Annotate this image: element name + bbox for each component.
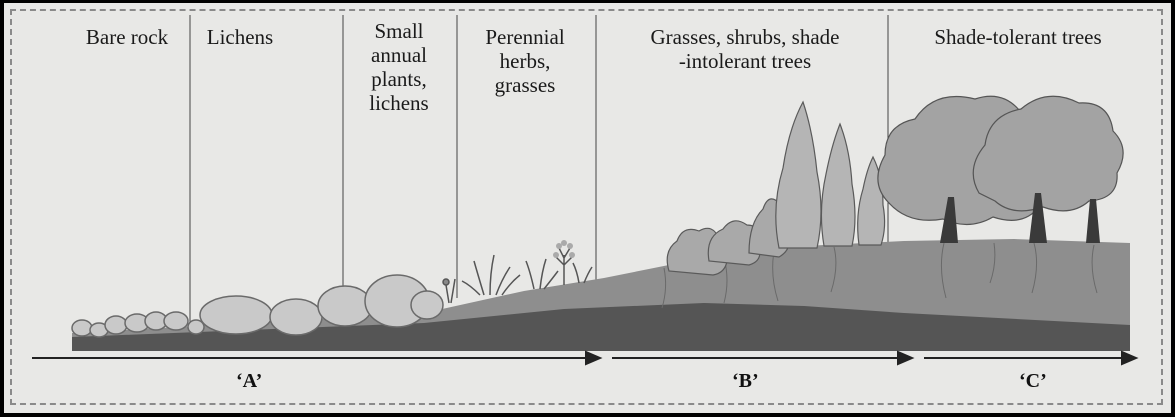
- phase-arrows: [32, 352, 1136, 364]
- arrow-B-head: [898, 352, 912, 364]
- phase-label-C: ‘C’: [1019, 370, 1047, 393]
- stage-label-grasses-shrubs: Grasses, shrubs, shade -intolerant trees: [609, 25, 881, 73]
- stage-label-lichens: Lichens: [200, 25, 280, 49]
- stage-label-bare-rock: Bare rock: [66, 25, 188, 49]
- stage-label-perennial: Perennial herbs, grasses: [459, 25, 591, 97]
- arrow-A-head: [586, 352, 600, 364]
- conifer-trees: [776, 102, 885, 248]
- phase-label-A: ‘A’: [236, 370, 262, 393]
- arrow-C-head: [1122, 352, 1136, 364]
- stage-label-shade-tolerant: Shade-tolerant trees: [902, 25, 1134, 49]
- phase-label-B: ‘B’: [732, 370, 759, 393]
- stage-label-small-annual: Small annual plants, lichens: [349, 19, 449, 115]
- deciduous-trees: [878, 96, 1123, 243]
- succession-diagram: Bare rock Lichens Small annual plants, l…: [4, 3, 1171, 413]
